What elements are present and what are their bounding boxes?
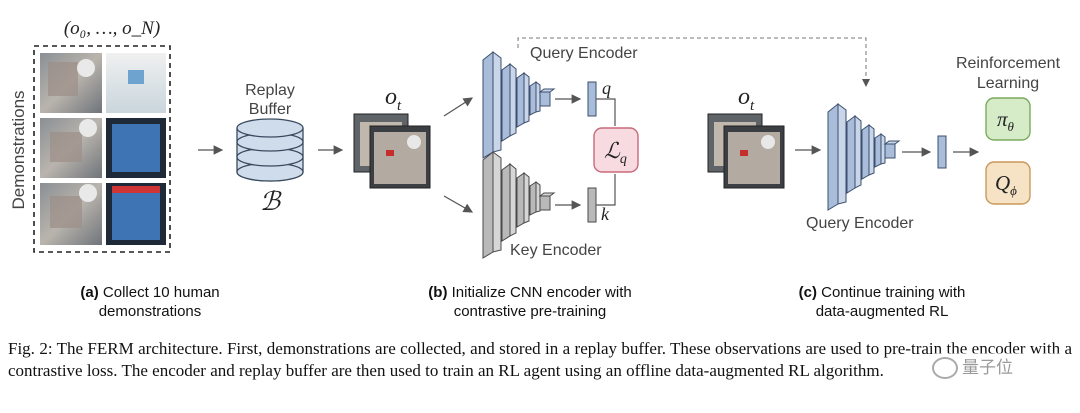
obs-label-b: ot — [385, 84, 402, 114]
caption-a-text-line1: Collect 10 human — [102, 284, 220, 301]
watermark: 量子位 — [932, 353, 1062, 379]
caption-a: (a) Collect 10 human demonstrations — [30, 283, 270, 321]
caption-c-line1: (c) Continue training with — [762, 283, 1002, 302]
policy-box — [985, 97, 1031, 141]
caption-b-line1: (b) Initialize CNN encoder with — [380, 283, 680, 302]
q-to-loss-connector — [596, 98, 616, 126]
caption-c-tag: (c) — [798, 284, 817, 301]
k-to-loss-connector — [596, 174, 616, 206]
replay-buffer-label-line2: Buffer — [249, 101, 292, 118]
observation-stack-b — [353, 113, 431, 189]
rl-label-line2: Learning — [977, 75, 1039, 92]
rl-label-line1: Reinforcement — [956, 55, 1061, 72]
obs-sequence-label: (o₀, …, o_N) — [64, 18, 160, 39]
encoder-transfer-dashed-arrow — [517, 37, 870, 87]
k-label: k — [601, 204, 610, 224]
obs-label-c: ot — [738, 84, 755, 114]
replay-buffer-symbol: ℬ — [260, 187, 282, 216]
watermark-logo-icon — [932, 357, 958, 379]
query-encoder-label-c: Query Encoder — [806, 215, 914, 232]
ferm-architecture-diagram: (o₀, …, o_N) Demonstrations Replay Buffe… — [9, 18, 1061, 259]
caption-b-text-line1: Initialize CNN encoder with — [451, 284, 632, 301]
key-encoder-label: Key Encoder — [510, 242, 602, 259]
k-vector — [587, 187, 597, 223]
caption-b: (b) Initialize CNN encoder with contrast… — [380, 283, 680, 321]
query-encoder-block-c — [827, 102, 901, 211]
query-encoder-label: Query Encoder — [530, 45, 638, 62]
replay-buffer-icon — [236, 118, 304, 182]
caption-a-tag: (a) — [80, 284, 99, 301]
caption-a-line1: (a) Collect 10 human — [30, 283, 270, 302]
caption-c-text-line1: Continue training with — [821, 284, 966, 301]
caption-a-text-line2: demonstrations — [98, 303, 202, 320]
contrastive-loss-label: ℒq — [604, 138, 627, 167]
contrastive-loss-box — [593, 127, 639, 173]
policy-label: πθ — [997, 107, 1015, 134]
arrow-obs-to-query — [443, 97, 474, 117]
q-function-box — [985, 161, 1031, 205]
arrow-obs-to-key — [443, 195, 474, 213]
q-label: q — [602, 78, 611, 98]
observation-stack-c — [707, 113, 785, 189]
watermark-text: 量子位 — [962, 358, 1013, 378]
demonstrations-dashed-box — [33, 45, 171, 253]
query-encoder-block — [482, 50, 556, 159]
caption-b-text-line2: contrastive pre-training — [453, 303, 607, 320]
caption-b-tag: (b) — [428, 284, 448, 301]
caption-c: (c) Continue training with data-augmente… — [762, 283, 1002, 321]
demonstrations-label: Demonstrations — [9, 90, 28, 209]
replay-buffer-label-line1: Replay — [245, 82, 295, 99]
caption-c-text-line2: data-augmented RL — [815, 303, 949, 320]
embedding-vector-c — [937, 135, 947, 169]
figure-caption: Fig. 2: The FERM architecture. First, de… — [8, 339, 1072, 380]
q-vector — [587, 81, 597, 117]
key-encoder-block — [482, 150, 556, 259]
demo-image-grid — [40, 53, 166, 245]
q-function-label: Qϕ — [995, 171, 1017, 198]
